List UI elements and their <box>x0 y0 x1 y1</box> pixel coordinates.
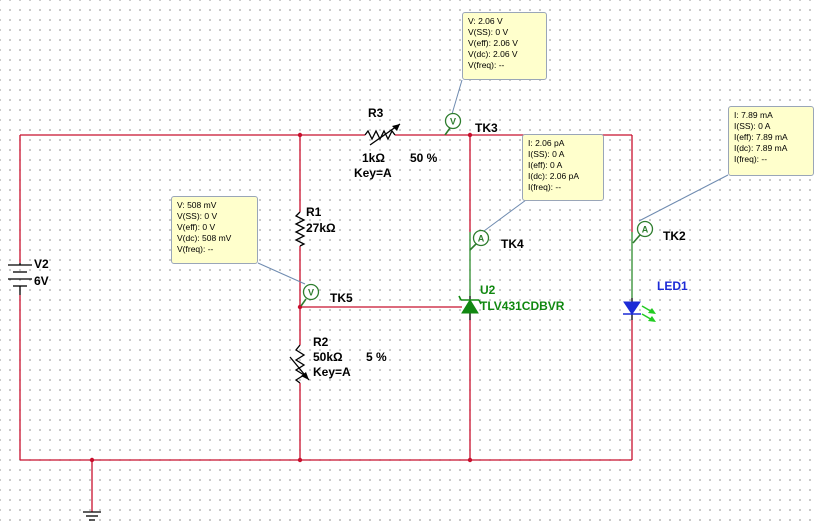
tk5-readout-line: V(freq): -- <box>177 244 214 254</box>
tk5-readout-line: V(eff): 0 V <box>177 222 216 232</box>
current-probe-tk2[interactable]: A <box>632 220 654 244</box>
tk4-label: TK4 <box>501 237 524 251</box>
v2-name: V2 <box>34 257 49 271</box>
r1-value: 27kΩ <box>306 221 336 235</box>
u2-part: TLV431CDBVR <box>480 299 565 313</box>
tk5-type: V <box>308 288 314 298</box>
voltage-probe-tk5[interactable]: V <box>300 283 320 307</box>
r3-key: Key=A <box>354 166 392 180</box>
tk2-type: A <box>642 225 649 235</box>
led1[interactable] <box>623 298 656 322</box>
tk2-readout-line: I(freq): -- <box>734 154 768 164</box>
tk2-readout[interactable]: I: 7.89 mA I(SS): 0 A I(eff): 7.89 mA I(… <box>728 106 814 176</box>
junction-dots <box>89 132 473 463</box>
probe-wires <box>469 232 633 298</box>
r1-name: R1 <box>306 205 322 219</box>
tk3-label: TK3 <box>475 121 498 135</box>
current-probe-tk4[interactable]: A <box>469 229 490 251</box>
tk2-readout-line: I(dc): 7.89 mA <box>734 143 788 153</box>
tk4-readout-line: I(SS): 0 A <box>528 149 565 159</box>
r3-percent: 50 % <box>410 151 438 165</box>
regulator-u2[interactable] <box>458 295 482 320</box>
r2-percent: 5 % <box>366 350 387 364</box>
resistor-r1[interactable] <box>294 211 306 247</box>
tk5-readout[interactable]: V: 508 mV V(SS): 0 V V(eff): 0 V V(dc): … <box>171 196 258 264</box>
tk3-readout-line: V(SS): 0 V <box>468 27 509 37</box>
r2-key: Key=A <box>313 365 351 379</box>
r2-value: 50kΩ <box>313 350 343 364</box>
tk3-readout-line: V: 2.06 V <box>468 16 503 26</box>
u2-name: U2 <box>480 283 496 297</box>
tk4-readout-line: I: 2.06 pA <box>528 138 565 148</box>
tk2-readout-line: I(SS): 0 A <box>734 121 771 131</box>
v2-value: 6V <box>34 274 49 288</box>
tk2-readout-line: I: 7.89 mA <box>734 110 773 120</box>
tk5-readout-line: V(SS): 0 V <box>177 211 218 221</box>
r3-value: 1kΩ <box>362 151 385 165</box>
tk3-readout-line: V(freq): -- <box>468 60 505 70</box>
tk4-type: A <box>478 234 485 244</box>
tk4-readout-line: I(eff): 0 A <box>528 160 563 170</box>
potentiometer-r3[interactable] <box>364 123 401 146</box>
tk5-readout-line: V: 508 mV <box>177 200 217 210</box>
tk5-readout-line: V(dc): 508 mV <box>177 233 232 243</box>
tk4-readout-line: I(freq): -- <box>528 182 562 192</box>
tk2-label: TK2 <box>663 229 686 243</box>
r2-name: R2 <box>313 335 329 349</box>
led1-name: LED1 <box>657 279 688 293</box>
potentiometer-r2[interactable] <box>289 344 310 384</box>
battery-v2[interactable] <box>8 263 32 295</box>
tk4-readout-line: I(dc): 2.06 pA <box>528 171 580 181</box>
ground-icon <box>83 511 101 521</box>
probe-leaders <box>257 79 729 285</box>
tk3-readout[interactable]: V: 2.06 V V(SS): 0 V V(eff): 2.06 V V(dc… <box>462 12 547 80</box>
tk5-label: TK5 <box>330 291 353 305</box>
r3-name: R3 <box>368 106 384 120</box>
tk2-readout-line: I(eff): 7.89 mA <box>734 132 788 142</box>
tk3-readout-line: V(dc): 2.06 V <box>468 49 518 59</box>
tk3-type: V <box>450 117 456 127</box>
tk4-readout[interactable]: I: 2.06 pA I(SS): 0 A I(eff): 0 A I(dc):… <box>522 134 604 201</box>
wires <box>19 134 633 512</box>
tk3-readout-line: V(eff): 2.06 V <box>468 38 518 48</box>
voltage-probe-tk3[interactable]: V <box>444 112 462 136</box>
